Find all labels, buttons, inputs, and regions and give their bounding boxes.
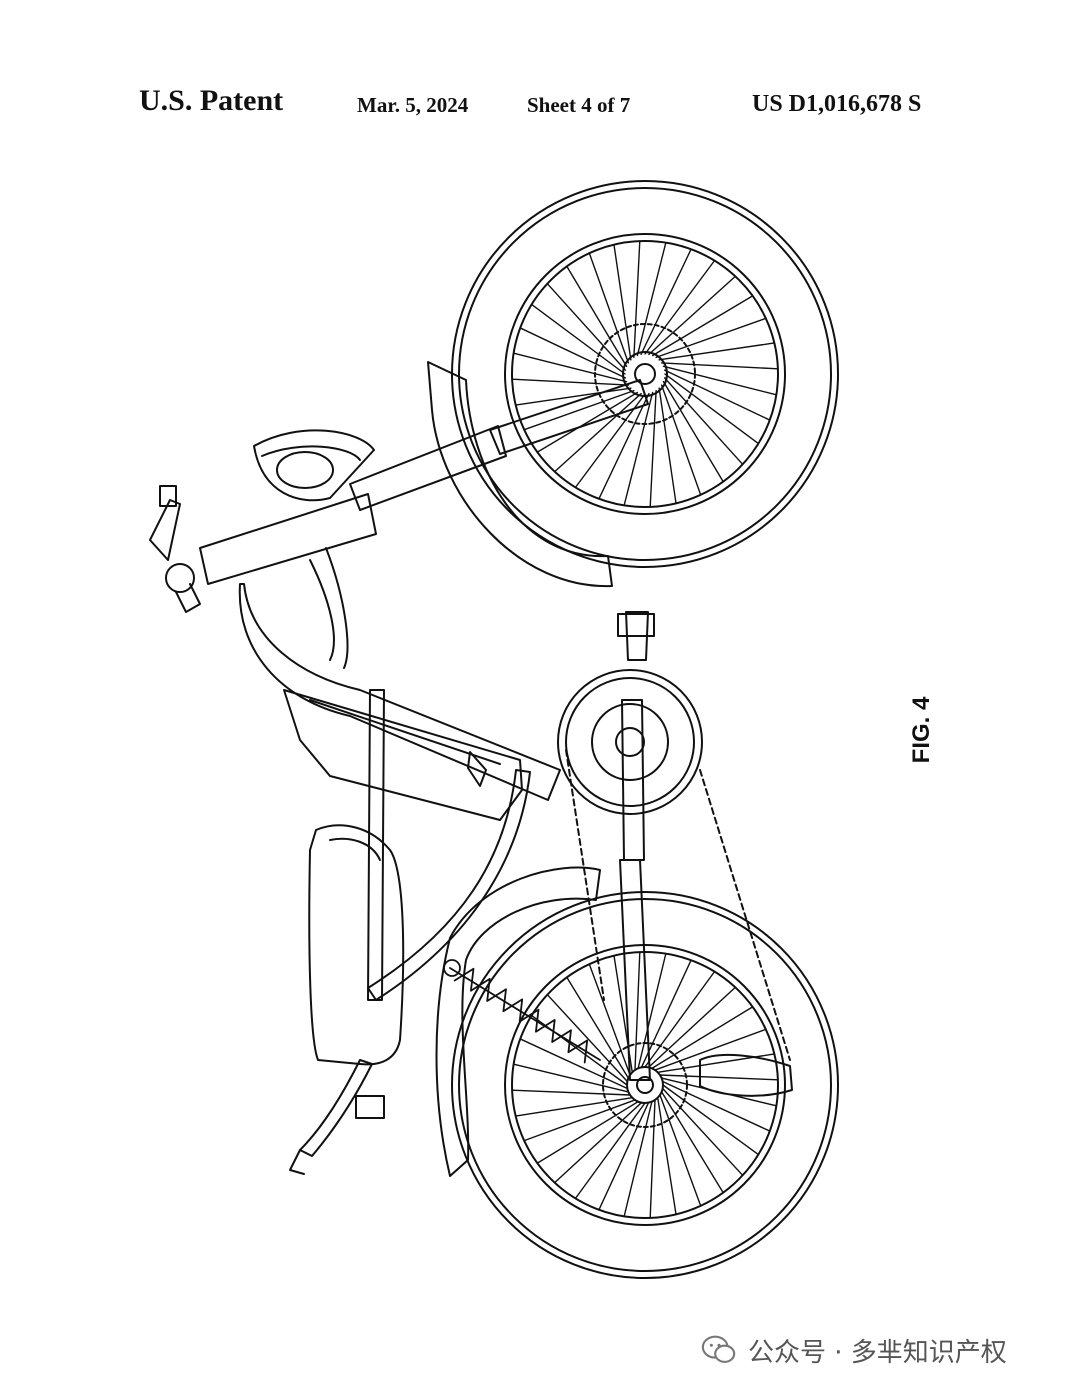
crank-arm bbox=[617, 611, 655, 861]
spoke bbox=[530, 1014, 628, 1086]
spoke bbox=[648, 275, 737, 356]
spoke bbox=[598, 392, 650, 500]
spoke bbox=[588, 252, 630, 364]
spoke bbox=[655, 317, 767, 359]
spoke bbox=[623, 391, 654, 507]
wechat-icon bbox=[701, 1335, 736, 1363]
kickstand bbox=[289, 1149, 305, 1175]
rear-wheel bbox=[451, 891, 839, 1279]
spoke bbox=[640, 248, 692, 356]
spoke bbox=[566, 265, 628, 368]
spoke bbox=[658, 387, 677, 505]
front-fork bbox=[199, 379, 649, 585]
spoke bbox=[637, 952, 667, 1070]
spoke bbox=[623, 1100, 653, 1218]
spoke bbox=[664, 373, 760, 445]
frame bbox=[238, 547, 561, 801]
spoke bbox=[659, 1074, 779, 1081]
patent-header: U.S. Patent Mar. 5, 2024 Sheet 4 of 7 US… bbox=[0, 84, 1080, 124]
seat bbox=[308, 824, 405, 1066]
chain bbox=[565, 749, 791, 1061]
spoke bbox=[661, 1080, 771, 1132]
spoke bbox=[511, 1089, 631, 1096]
spoke bbox=[523, 389, 635, 431]
spoke bbox=[566, 976, 630, 1079]
spoke bbox=[574, 1102, 646, 1200]
rear-frame bbox=[299, 689, 531, 1157]
pedal bbox=[699, 1053, 793, 1097]
patent-number: US D1,016,678 S bbox=[752, 91, 922, 117]
spoke bbox=[536, 391, 639, 453]
headlight bbox=[253, 429, 375, 502]
sheet-number: Sheet 4 of 7 bbox=[527, 93, 631, 117]
chainstay bbox=[619, 859, 651, 1081]
spoke bbox=[661, 1087, 744, 1177]
watermark: 公众号 · 多芈知识产权 bbox=[700, 1328, 1007, 1372]
spoke bbox=[553, 392, 642, 473]
front-fender bbox=[427, 361, 613, 588]
spoke bbox=[662, 365, 778, 396]
spoke bbox=[530, 303, 626, 375]
spoke bbox=[613, 243, 632, 361]
spoke bbox=[514, 387, 632, 406]
spoke bbox=[644, 970, 716, 1068]
watermark-text: 公众号 · 多芈知识产权 bbox=[748, 1337, 1007, 1368]
spoke bbox=[660, 362, 779, 370]
spoke bbox=[512, 1063, 630, 1093]
front-wheel bbox=[451, 180, 839, 568]
spoke bbox=[553, 1101, 643, 1184]
spoke bbox=[658, 342, 776, 361]
spoke bbox=[598, 1101, 650, 1211]
spoke bbox=[514, 1097, 633, 1117]
spoke bbox=[660, 1091, 724, 1194]
spoke bbox=[519, 327, 627, 379]
patent-label: U.S. Patent bbox=[139, 84, 284, 117]
spoke bbox=[659, 1094, 702, 1207]
spoke bbox=[654, 1028, 767, 1071]
spoke bbox=[512, 352, 628, 383]
spoke bbox=[633, 240, 641, 359]
spoke bbox=[636, 241, 667, 357]
figure-label: FIG. 4 bbox=[908, 696, 935, 764]
patent-date: Mar. 5, 2024 bbox=[357, 93, 469, 117]
spoke bbox=[662, 380, 724, 483]
spoke bbox=[519, 1038, 629, 1090]
spoke bbox=[657, 1097, 677, 1216]
spoke bbox=[662, 1084, 760, 1156]
spoke bbox=[663, 369, 771, 421]
handlebar bbox=[149, 485, 201, 613]
rear-fender bbox=[435, 866, 601, 1177]
chainring bbox=[557, 669, 703, 815]
spoke bbox=[523, 1099, 636, 1142]
spoke bbox=[546, 993, 629, 1083]
spoke bbox=[651, 295, 754, 357]
spoke bbox=[649, 389, 657, 508]
spoke bbox=[660, 384, 702, 496]
spoke bbox=[511, 378, 630, 386]
spoke bbox=[640, 959, 692, 1069]
spoke bbox=[546, 282, 627, 371]
spoke bbox=[644, 259, 716, 355]
spoke bbox=[651, 1006, 754, 1070]
spoke bbox=[663, 377, 744, 466]
spoke bbox=[649, 1099, 656, 1219]
battery-box bbox=[283, 689, 523, 821]
spoke bbox=[588, 963, 631, 1076]
spoke bbox=[634, 951, 641, 1071]
spoke bbox=[647, 986, 737, 1069]
spoke bbox=[536, 1100, 639, 1164]
